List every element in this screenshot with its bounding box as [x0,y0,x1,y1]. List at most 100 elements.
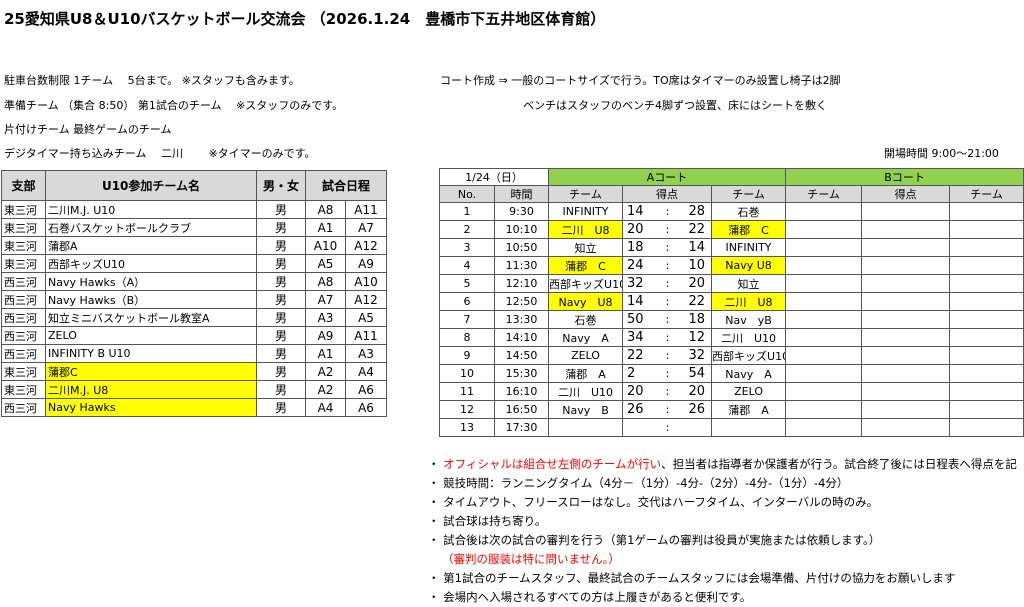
game-time: 17:30 [493,418,550,437]
b-away-team [949,400,1024,419]
a-score-separator: : [656,328,679,347]
team-branch: 西三河 [1,326,46,345]
team-game-2: A6 [344,398,388,417]
rule-item: ・ 試合球は持ち寄り。 [428,512,1017,531]
team-branch: 東三河 [1,236,46,255]
referee-dress-note: （審判の服装は特に問いません。） [442,552,620,566]
header-a-team-home: チーム [548,185,624,203]
bullet-icon: ・ [428,457,440,471]
game-time: 10:50 [493,238,550,257]
a-away-team [711,418,787,437]
a-score-separator: : [656,256,679,275]
b-score [861,346,951,365]
court-b-header: Bコート [785,168,1024,186]
game-time: 16:10 [493,382,550,401]
b-away-team [949,220,1024,239]
a-home-score: 14 [622,292,657,311]
parking-note: 駐車台数制限 1チーム 5台まで。 ※スタッフも含みます。 [4,74,300,87]
team-game-1: A3 [305,308,346,327]
rule-item: ・ 会場内へ入場されるすべての方は上履きがあると便利です。 [428,588,1017,607]
team-sex: 男 [256,362,306,381]
a-away-score: 22 [678,220,713,239]
team-game-1: A7 [305,290,346,309]
a-away-score: 14 [678,238,713,257]
a-away-team: 西部キッズU10 [711,346,787,365]
game-no: 1 [439,202,495,221]
bullet-icon: ・ [428,533,440,547]
game-time: 9:30 [493,202,550,221]
header-b-team-away: チーム [949,185,1024,203]
a-home-team: 西部キッズU10 [548,274,624,293]
game-no: 11 [439,382,495,401]
game-time: 12:10 [493,274,550,293]
team-name: 蒲郡C [45,362,257,381]
team-sex: 男 [256,326,306,345]
a-away-score: 28 [678,202,713,221]
team-game-1: A10 [305,236,346,255]
team-game-1: A1 [305,344,346,363]
b-away-team [949,418,1024,437]
game-time: 13:30 [493,310,550,329]
team-game-2: A3 [344,344,388,363]
a-home-score: 22 [622,346,657,365]
a-away-team: 石巻 [711,202,787,221]
a-home-team: Navy U8 [548,292,624,311]
rule-item: ・ タイムアウト、フリースローはなし。交代はハーフタイム、インターバルの時のみ。 [428,493,1017,512]
rule-text: 競技時間：ランニングタイム（4分－（1分）-4分-（2分）-4分-（1分）-4分… [443,476,849,490]
schedule-date: 1/24（日） [438,168,550,186]
a-away-score: 54 [678,364,713,383]
team-branch: 東三河 [1,254,46,273]
team-sex: 男 [256,218,306,237]
team-game-2: A9 [344,254,388,273]
a-score-separator: : [656,382,679,401]
b-away-team [949,238,1024,257]
a-home-score: 20 [622,382,657,401]
a-home-score: 34 [622,328,657,347]
header-b-team-home: チーム [785,185,863,203]
team-game-1: A9 [305,326,346,345]
team-sex: 男 [256,254,306,273]
prep-team-note: 準備チーム （集合 8:50） 第1試合のチーム ※スタッフのみです。 [4,99,344,112]
b-score [861,292,951,311]
team-game-2: A12 [344,236,388,255]
game-time: 11:30 [493,256,550,275]
a-score-separator: : [656,310,679,329]
a-home-team: 知立 [548,238,624,257]
a-home-team: INFINITY [548,202,624,221]
a-home-score: 26 [622,400,657,419]
team-sex: 男 [256,200,306,219]
b-away-team [949,274,1024,293]
team-game-1: A5 [305,254,346,273]
a-away-score: 12 [678,328,713,347]
header-no: No. [439,185,495,203]
game-no: 12 [439,400,495,419]
b-home-team [785,238,863,257]
a-score-separator: : [656,400,679,419]
game-time: 14:10 [493,328,550,347]
b-score [861,310,951,329]
team-branch: 西三河 [1,308,46,327]
team-sex: 男 [256,380,306,399]
b-score [861,274,951,293]
a-home-team: Navy A [548,328,624,347]
rule-text: タイムアウト、フリースローはなし。交代はハーフタイム、インターバルの時のみ。 [443,495,879,509]
game-time: 12:50 [493,292,550,311]
team-name: 蒲郡A [45,236,257,255]
header-b-score: 得点 [861,185,951,203]
a-score-separator: : [656,346,679,365]
a-home-team: 蒲郡 C [548,256,624,275]
game-no: 6 [439,292,495,311]
b-home-team [785,418,863,437]
team-game-2: A4 [344,362,388,381]
a-home-score: 14 [622,202,657,221]
